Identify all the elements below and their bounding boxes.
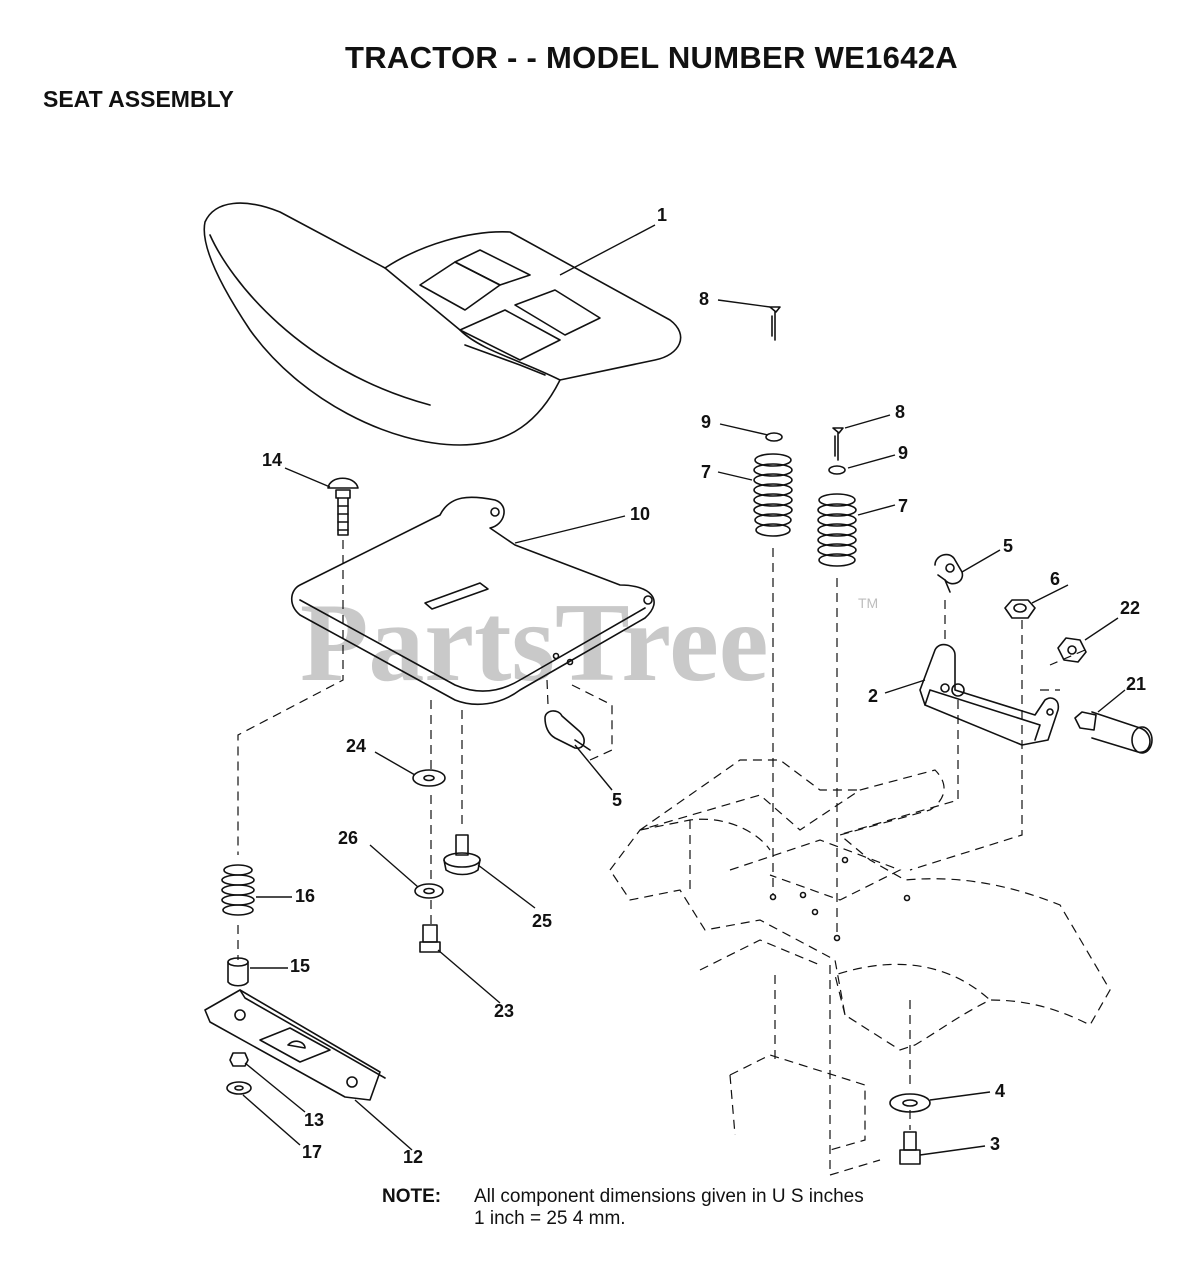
spring-right-a-part bbox=[753, 453, 793, 537]
washer-bottom-part bbox=[889, 1093, 931, 1113]
pin-b-part bbox=[832, 427, 844, 461]
clip-right-part bbox=[934, 553, 964, 593]
callout-9-a: 9 bbox=[701, 412, 711, 432]
spring-left-part bbox=[221, 864, 255, 916]
callout-8-a: 8 bbox=[699, 289, 709, 309]
nut-6-part bbox=[1004, 599, 1036, 619]
callout-6: 6 bbox=[1050, 569, 1060, 589]
callout-12: 12 bbox=[403, 1147, 423, 1167]
washer-26-part bbox=[414, 883, 444, 899]
spring-right-b-part bbox=[817, 493, 857, 567]
screw-bottom-part bbox=[899, 1131, 921, 1165]
callout-26: 26 bbox=[338, 828, 358, 848]
note-line-2: 1 inch = 25 4 mm. bbox=[474, 1208, 626, 1229]
callout-5-left: 5 bbox=[612, 790, 622, 810]
callout-14: 14 bbox=[262, 450, 282, 470]
callout-22: 22 bbox=[1120, 598, 1140, 618]
callout-21: 21 bbox=[1126, 674, 1146, 694]
pin-a-part bbox=[769, 306, 781, 341]
note-line-1: All component dimensions given in U S in… bbox=[474, 1186, 864, 1207]
watermark-tm: TM bbox=[858, 595, 878, 611]
tractor-frame-outline bbox=[609, 759, 1111, 1176]
callout-1: 1 bbox=[657, 205, 667, 225]
washer-b-part bbox=[828, 465, 846, 475]
callout-23: 23 bbox=[494, 1001, 514, 1021]
callout-8-b: 8 bbox=[895, 402, 905, 422]
shoulder-bolt-part bbox=[443, 834, 481, 876]
nut-13-part bbox=[229, 1052, 249, 1067]
callout-10: 10 bbox=[630, 504, 650, 524]
knob-21-part bbox=[1074, 711, 1153, 754]
callout-3: 3 bbox=[990, 1134, 1000, 1154]
slide-plate-part bbox=[204, 989, 386, 1101]
page-title: TRACTOR - - MODEL NUMBER WE1642A bbox=[345, 40, 958, 75]
callout-4: 4 bbox=[995, 1081, 1005, 1101]
washer-a-part bbox=[765, 432, 783, 442]
washer-24-part bbox=[412, 769, 446, 787]
callout-7-a: 7 bbox=[701, 462, 711, 482]
nut-22-part bbox=[1057, 637, 1087, 663]
note-label: NOTE: bbox=[382, 1186, 442, 1207]
callout-16: 16 bbox=[295, 886, 315, 906]
clip-left-part bbox=[544, 710, 591, 751]
dimensions-note: NOTE: All component dimensions given in U… bbox=[382, 1186, 864, 1230]
callout-13: 13 bbox=[304, 1110, 324, 1130]
callout-2: 2 bbox=[868, 686, 878, 706]
bracket-part bbox=[919, 643, 1060, 746]
callout-7-b: 7 bbox=[898, 496, 908, 516]
carriage-bolt-part bbox=[327, 477, 359, 536]
watermark: PartsTree bbox=[300, 581, 769, 705]
seat-pan-part bbox=[290, 496, 655, 706]
callout-25: 25 bbox=[532, 911, 552, 931]
seat-part bbox=[203, 202, 682, 446]
washer-17-part bbox=[226, 1081, 252, 1095]
spacer-part bbox=[227, 957, 249, 987]
screw-23-part bbox=[419, 924, 441, 953]
callout-5-right: 5 bbox=[1003, 536, 1013, 556]
section-title: SEAT ASSEMBLY bbox=[43, 86, 234, 112]
callout-24: 24 bbox=[346, 736, 366, 756]
callout-17: 17 bbox=[302, 1142, 322, 1162]
callout-15: 15 bbox=[290, 956, 310, 976]
callout-9-b: 9 bbox=[898, 443, 908, 463]
